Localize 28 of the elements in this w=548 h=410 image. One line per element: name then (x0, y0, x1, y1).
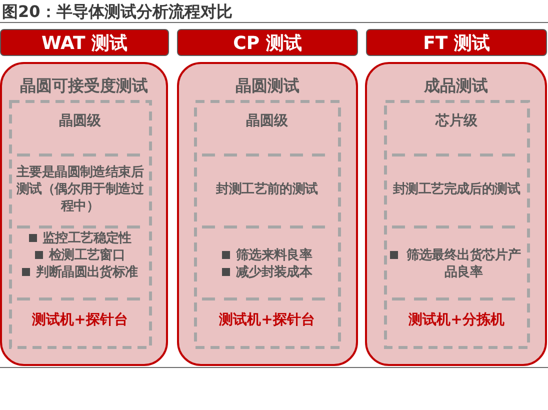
bullet-text: 检测工艺窗口 (48, 246, 126, 264)
equipment-text: 测试机+探针台 (219, 312, 315, 329)
rounded-panel (177, 62, 358, 366)
panel-heading: 晶圆可接受度测试 (19, 75, 149, 97)
description-text: 主要是晶圆制造结束后测试（偶尔用于制造过程中） (15, 164, 145, 215)
panel-heading: 成品测试 (422, 75, 489, 97)
bullet-text: 监控工艺稳定性 (42, 230, 132, 246)
level-text: 芯片级 (436, 113, 478, 130)
rounded-panel (365, 62, 547, 366)
bullet-text: 判断晶圆出货标准 (36, 264, 138, 280)
dashed-box (384, 100, 530, 348)
rounded-panel (0, 62, 168, 366)
header-bar: CP 测试 (177, 29, 358, 56)
header-bar: FT 测试 (366, 29, 547, 56)
equipment-text: 测试机+分拣机 (408, 312, 504, 329)
bullet-text: 筛选来料良率 (236, 246, 312, 264)
level-text: 晶圆级 (246, 113, 288, 130)
bullet-text: 减少封装成本 (236, 264, 312, 280)
figure-title: 图20：半导体测试分析流程对比 (2, 2, 232, 22)
level-text: 晶圆级 (59, 113, 101, 130)
dashed-box (194, 100, 340, 348)
equipment-text: 测试机+探针台 (32, 312, 128, 329)
panel-heading: 晶圆测试 (234, 75, 300, 97)
dashed-box (8, 100, 152, 348)
bullet-text: 筛选最终出货芯片产品良率 (405, 246, 522, 280)
description-text: 封测工艺前的测试 (216, 181, 318, 198)
description-text: 封测工艺完成后的测试 (392, 181, 520, 198)
header-bar: WAT 测试 (0, 29, 169, 56)
